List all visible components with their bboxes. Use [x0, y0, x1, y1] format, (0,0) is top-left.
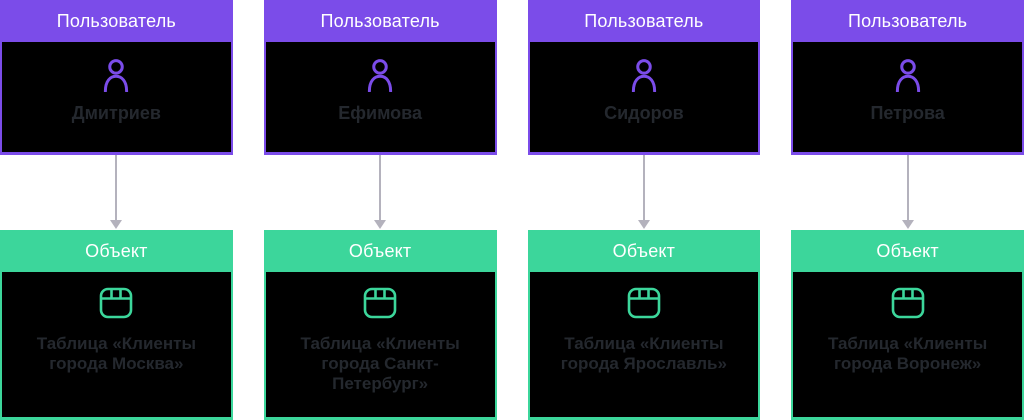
user-card-body: Сидоров	[527, 42, 761, 155]
arrow-line	[379, 155, 382, 220]
object-card: Объект Таблица «Клиенты города Москва»	[0, 230, 233, 420]
user-icon	[368, 59, 393, 92]
object-card-header: Объект	[791, 230, 1024, 272]
user-icon	[631, 59, 656, 92]
user-card-header: Пользователь	[0, 0, 233, 42]
object-label: Таблица «Клиенты города Ярославль»	[560, 334, 727, 373]
arrow-line	[115, 155, 118, 220]
object-card-header: Объект	[263, 230, 497, 272]
user-card: Пользователь Дмитриев	[0, 0, 233, 155]
object-label: Таблица «Клиенты города Воронеж»	[828, 334, 988, 373]
object-card: Объект Таблица «Клиенты города Санкт-Пет…	[263, 230, 497, 420]
user-card-body: Петрова	[791, 42, 1024, 155]
flow-arrow	[264, 155, 497, 230]
object-card-header: Объект	[527, 230, 761, 272]
user-name: Дмитриев	[71, 103, 161, 123]
table-icon	[891, 287, 924, 319]
user-card-header: Пользователь	[263, 0, 497, 42]
arrow-head-icon	[637, 220, 650, 229]
flow-arrow	[791, 155, 1024, 230]
arrow-head-icon	[374, 220, 387, 229]
user-icon	[104, 59, 129, 92]
object-card-body: Таблица «Клиенты города Москва»	[0, 272, 233, 420]
arrow-head-icon	[110, 220, 123, 229]
diagram-column-1: Пользователь Дмитриев Объект	[0, 0, 233, 420]
diagram-column-4: Пользователь Петрова Объект	[791, 0, 1024, 420]
object-card-body: Таблица «Клиенты города Санкт-Петербург»	[263, 272, 497, 420]
object-card-body: Таблица «Клиенты города Ярославль»	[527, 272, 761, 420]
table-icon	[627, 287, 661, 319]
arrow-line	[642, 155, 645, 220]
object-card: Объект Таблица «Клиенты города Воронеж»	[791, 230, 1024, 420]
user-card: Пользователь Ефимова	[263, 0, 497, 155]
table-icon	[363, 287, 397, 319]
table-icon	[100, 287, 133, 319]
diagram-column-3: Пользователь Сидоров Объект	[527, 0, 761, 420]
user-card-body: Дмитриев	[0, 42, 233, 155]
object-card-header: Объект	[0, 230, 233, 272]
flow-arrow	[528, 155, 761, 230]
arrow-line	[906, 155, 909, 220]
user-icon	[895, 59, 920, 92]
flow-arrow	[0, 155, 233, 230]
object-label: Таблица «Клиенты города Москва»	[36, 334, 196, 373]
diagram-column-2: Пользователь Ефимова Объект	[263, 0, 497, 420]
arrow-head-icon	[901, 220, 914, 229]
user-card-header: Пользователь	[791, 0, 1024, 42]
object-label: Таблица «Клиенты города Санкт-Петербург»	[300, 334, 460, 393]
user-card-header: Пользователь	[527, 0, 761, 42]
object-card-body: Таблица «Клиенты города Воронеж»	[791, 272, 1024, 420]
user-card: Пользователь Сидоров	[527, 0, 761, 155]
user-name: Сидоров	[604, 103, 684, 123]
user-card: Пользователь Петрова	[791, 0, 1024, 155]
user-name: Ефимова	[338, 103, 422, 123]
object-card: Объект Таблица «Клиенты города Ярославль…	[527, 230, 761, 420]
user-card-body: Ефимова	[263, 42, 497, 155]
user-name: Петрова	[870, 103, 945, 123]
